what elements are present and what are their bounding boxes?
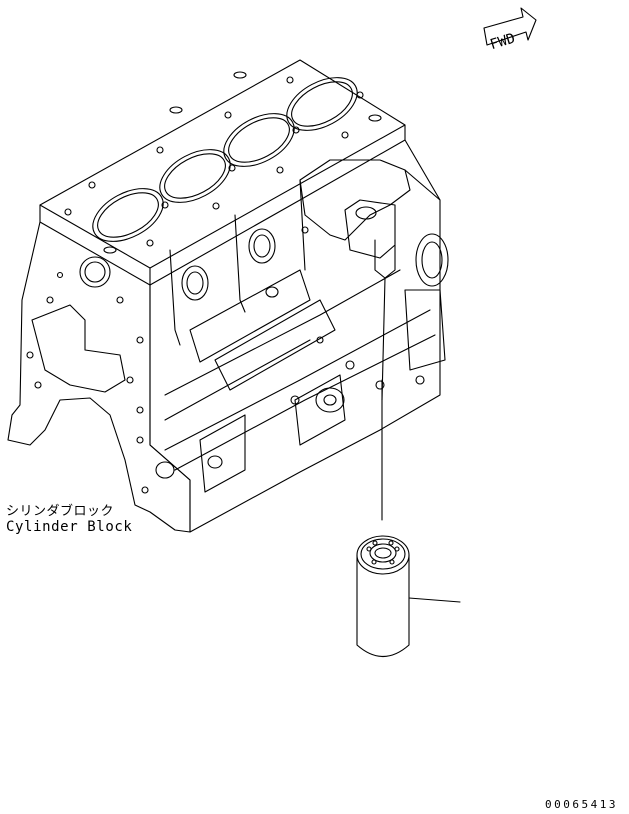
filter-callout-line (408, 597, 461, 603)
side-face-details (155, 179, 425, 493)
block-label-japanese: シリンダブロック (6, 504, 115, 519)
cylinder-bores (92, 77, 358, 242)
forward-arrow-label: FWD (488, 31, 517, 54)
forward-arrow-icon: FWD (483, 7, 537, 54)
block-label-english: Cylinder Block (6, 519, 133, 535)
oil-filter-cartridge (356, 535, 461, 658)
cylinder-block (7, 59, 449, 533)
front-face-details (26, 256, 149, 494)
drawing-number: 00065413 (545, 798, 618, 811)
deck-bolt-holes (64, 71, 382, 254)
filter-head (299, 159, 449, 401)
